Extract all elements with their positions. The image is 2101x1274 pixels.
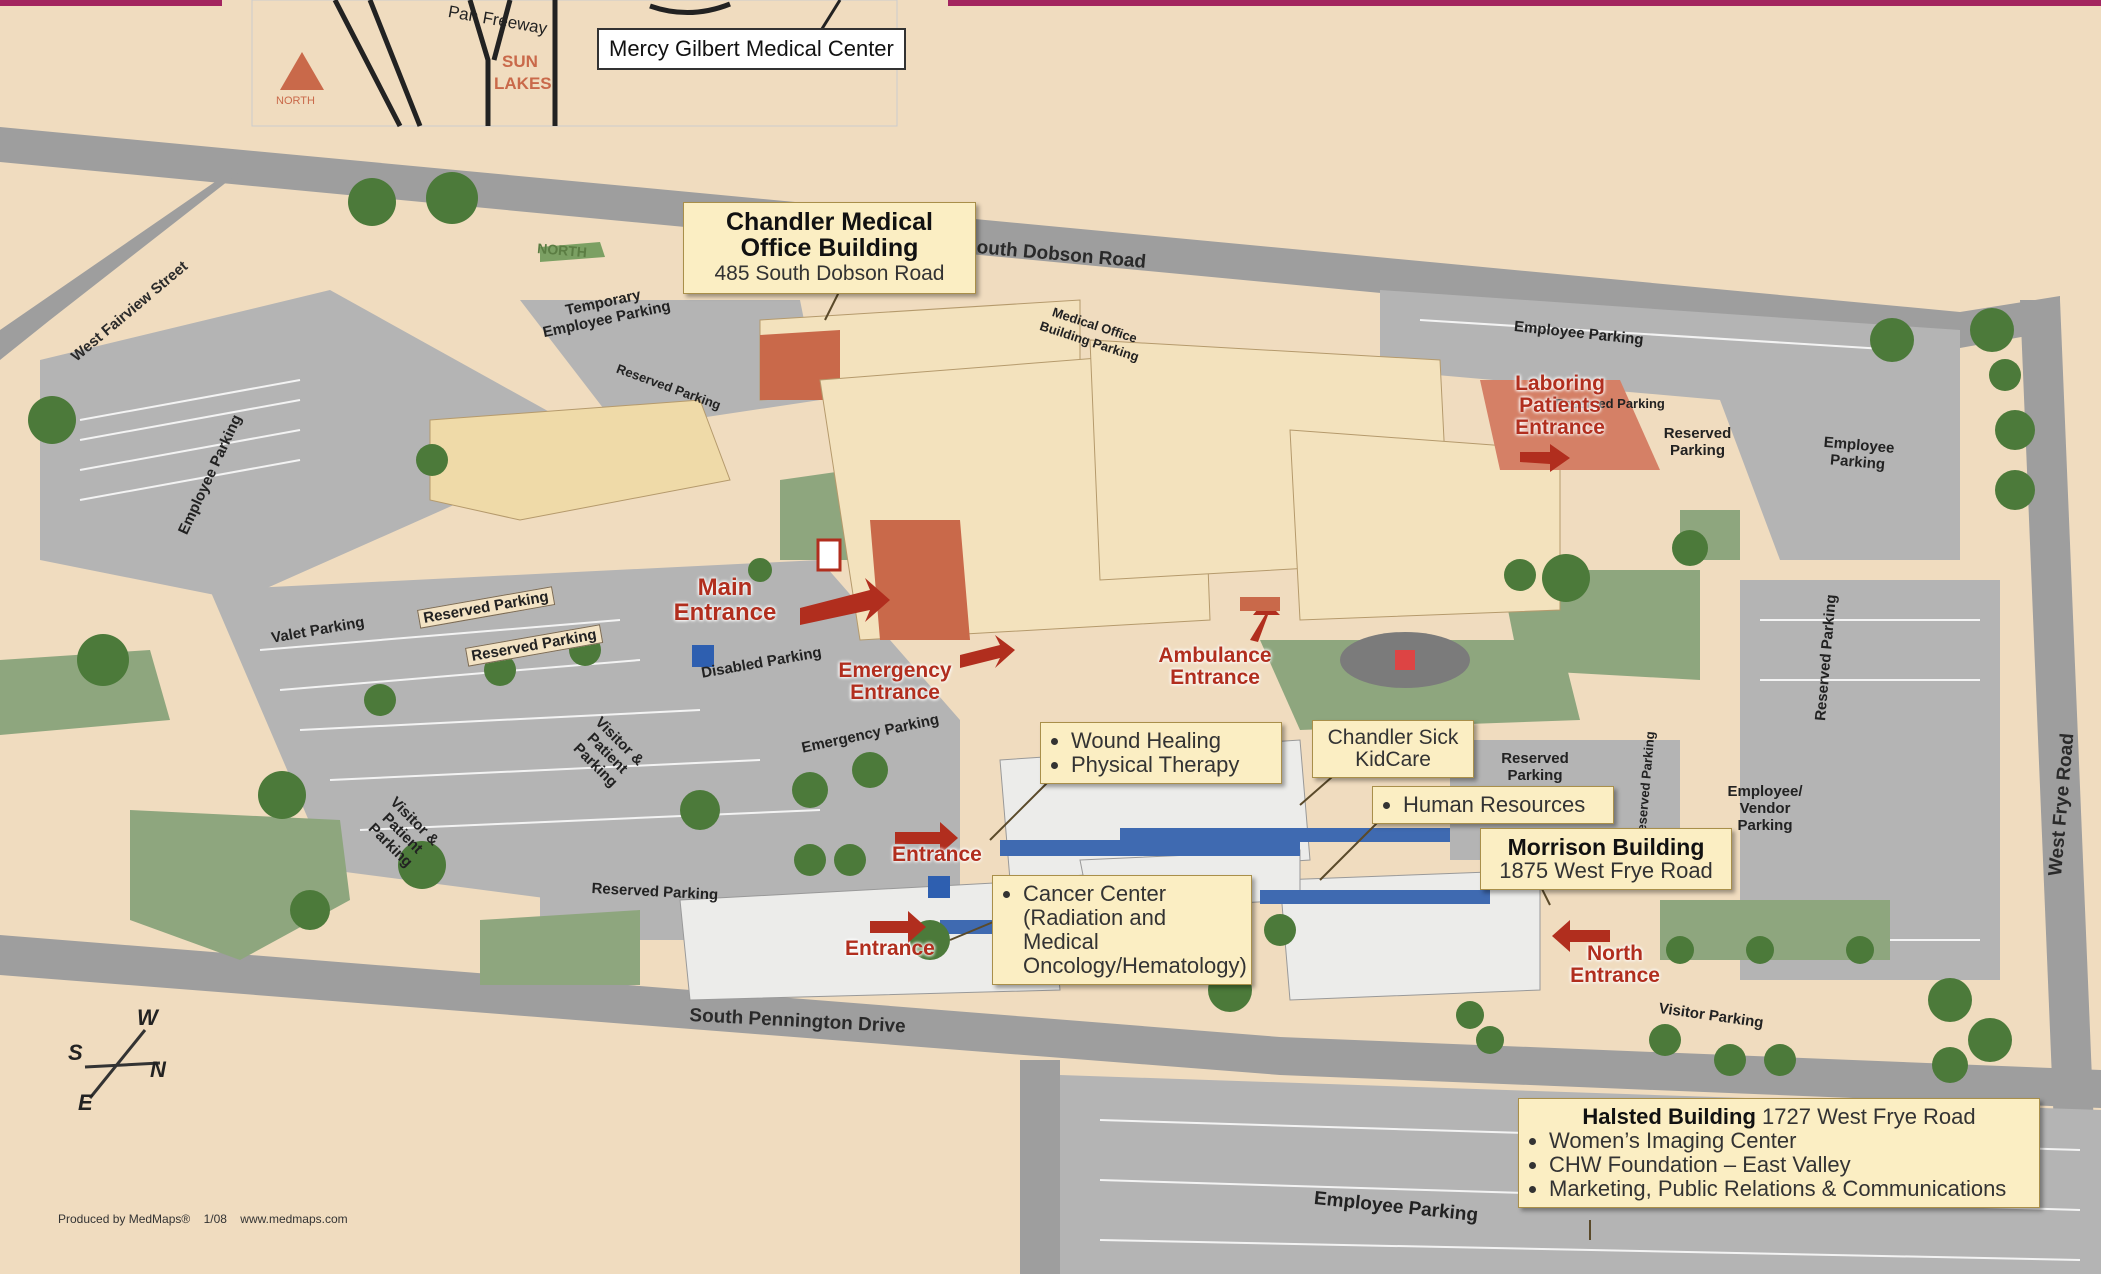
- entrance-ambulance: Ambulance Entrance: [1158, 644, 1272, 689]
- credit-producer: Produced by MedMaps®: [58, 1212, 191, 1226]
- morrison-address: 1875 West Frye Road: [1499, 858, 1713, 883]
- disabled-sign-2: [928, 876, 950, 898]
- compass-s: S: [68, 1040, 83, 1065]
- callout-halsted: Halsted Building 1727 West Frye Road Wom…: [1518, 1098, 2040, 1208]
- grass-west: [0, 650, 170, 735]
- east-lot: [1380, 290, 1960, 560]
- compass-n: N: [150, 1057, 166, 1082]
- callout-hr: Human Resources: [1372, 786, 1614, 824]
- callout-cancer-center: Cancer Center (Radiation and Medical Onc…: [992, 875, 1252, 985]
- inset-roads: [332, 0, 731, 128]
- hr-item: Human Resources: [1403, 793, 1603, 817]
- callout-wound-healing: Wound Healing Physical Therapy: [1040, 722, 1282, 784]
- halsted-title: Halsted Building: [1582, 1104, 1756, 1129]
- callout-chandler-medical: Chandler Medical Office Building 485 Sou…: [683, 202, 976, 294]
- parking-employee-vendor: Employee/ Vendor Parking: [1727, 783, 1803, 834]
- halsted-address: 1727 West Frye Road: [1762, 1104, 1976, 1129]
- compass-rose: [84, 1029, 161, 1099]
- chandler-address: 485 South Dobson Road: [714, 262, 945, 285]
- compass-w: W: [137, 1005, 158, 1030]
- reserved-lot: [520, 300, 820, 430]
- inset-center-label: Mercy Gilbert Medical Center: [597, 28, 906, 70]
- helipad-cross: [1395, 650, 1415, 670]
- entrance-north: North Entrance: [1570, 942, 1660, 987]
- halsted-item: CHW Foundation – East Valley: [1549, 1153, 2029, 1177]
- entrance-emergency: Emergency Entrance: [838, 659, 952, 704]
- top-bar-right: [948, 0, 2101, 6]
- trees: [28, 172, 2035, 1083]
- entrance-main: Main Entrance: [673, 574, 777, 626]
- visitor-lot: [210, 560, 960, 900]
- credit-date: 1/08: [203, 1212, 227, 1226]
- parking-reserved-small: Reserved Parking: [1555, 396, 1665, 411]
- north-arrow: [280, 52, 324, 90]
- top-bar-left: [0, 0, 222, 6]
- disabled-sign: [692, 645, 714, 667]
- callout-kidcare: Chandler Sick KidCare: [1312, 720, 1474, 778]
- valet-sign: [816, 538, 842, 572]
- producer-credit: Produced by MedMaps® 1/08 www.medmaps.co…: [58, 1212, 358, 1226]
- entrance-lower: Entrance: [845, 937, 935, 960]
- compass-e: E: [78, 1090, 93, 1115]
- cancer-item: Cancer Center (Radiation and Medical Onc…: [1023, 882, 1247, 978]
- bottom-connector-road: [1020, 1060, 1060, 1274]
- halsted-item: Women’s Imaging Center: [1549, 1129, 2029, 1153]
- ambulance-bay: [1240, 597, 1280, 611]
- south-dobson-road: [0, 127, 2060, 348]
- morrison-title: Morrison Building: [1507, 834, 1705, 860]
- parking-reserved-right: Reserved Parking: [1663, 425, 1732, 459]
- north-indicator: [540, 242, 605, 262]
- inset-lakes-label: LAKES: [494, 74, 552, 93]
- wound-item: Wound Healing: [1071, 729, 1271, 753]
- inset-north-label: NORTH: [276, 95, 315, 107]
- entrance-upper: Entrance: [892, 843, 982, 866]
- west-frye-road: [2020, 300, 2100, 1274]
- parking-reserved-mid: Reserved Parking: [1501, 750, 1569, 784]
- chandler-title: Chandler Medical Office Building: [726, 208, 933, 262]
- grass-south: [480, 910, 640, 985]
- callout-morrison: Morrison Building 1875 West Frye Road: [1480, 828, 1732, 890]
- credit-url: www.medmaps.com: [240, 1212, 348, 1226]
- halsted-item: Marketing, Public Relations & Communicat…: [1549, 1177, 2029, 1201]
- entrance-laboring: Laboring Patients Entrance: [1515, 372, 1605, 439]
- inset-sun-label: SUN: [502, 52, 538, 71]
- parking-stripes: [79, 319, 2081, 1261]
- west-lot: [40, 290, 600, 600]
- grass-frye: [1660, 900, 1890, 960]
- wound-item: Physical Therapy: [1071, 753, 1271, 777]
